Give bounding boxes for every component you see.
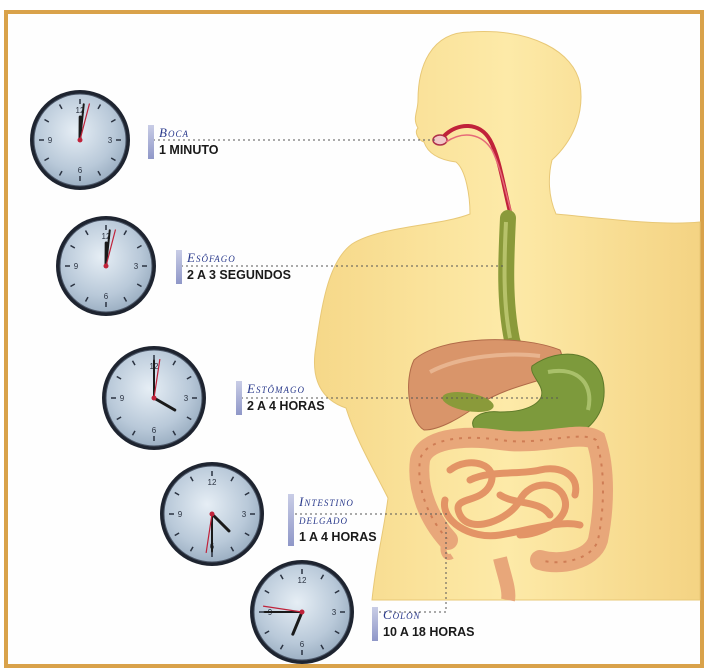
rectum [500,558,508,600]
label-bar [372,607,378,641]
organ-time-esofago: 2 A 3 SEGUNDOS [187,268,291,282]
label-bar [288,494,294,546]
label-bar [236,381,242,415]
organ-name-colon: Colon [383,607,421,623]
clock-numeral: 9 [120,394,125,403]
organ-name-boca: Boca [159,125,189,141]
label-bar [176,250,182,284]
clock-numeral: 9 [48,136,53,145]
clock-numeral: 3 [108,136,113,145]
clock-numeral: 12 [298,576,307,585]
clock-numeral: 6 [104,292,109,301]
clock-numeral: 3 [242,510,247,519]
organ-time-colon: 10 A 18 HORAS [383,625,474,639]
organ-time-intestino: 1 A 4 HORAS [299,530,377,544]
organ-name-intestino-2: delgado [299,512,348,528]
organ-time-estomago: 2 A 4 HORAS [247,399,325,413]
clock-numeral: 3 [332,608,337,617]
clock-numeral: 9 [74,262,79,271]
clock-numeral: 3 [134,262,139,271]
clock-numeral: 3 [184,394,189,403]
organ-name-esofago: Esôfago [187,250,236,266]
label-bar [148,125,154,159]
clock-numeral: 6 [300,640,305,649]
clock-numeral: 12 [208,478,217,487]
organ-name-estomago: Estômago [247,381,305,397]
clock-numeral: 6 [78,166,83,175]
clock-numeral: 9 [178,510,183,519]
organ-time-boca: 1 MINUTO [159,143,219,157]
organ-name-intestino: Intestino [299,494,354,510]
clock-numeral: 6 [152,426,157,435]
